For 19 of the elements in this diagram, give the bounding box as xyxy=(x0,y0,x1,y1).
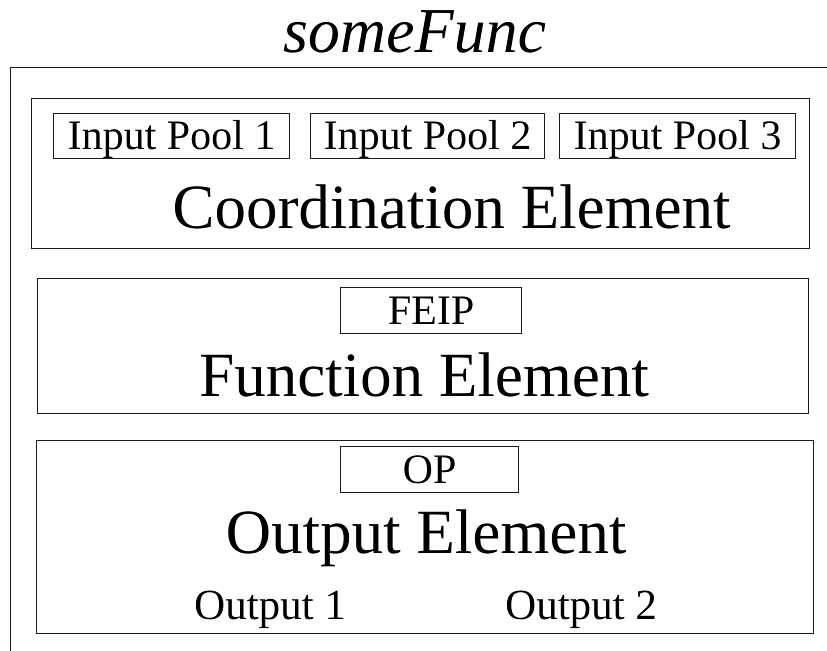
output-label: Output 2 xyxy=(505,584,657,627)
element-box xyxy=(37,278,809,414)
frame-title: someFunc xyxy=(282,0,546,63)
port-box xyxy=(340,287,522,334)
element-title: Function Element xyxy=(199,344,649,407)
port-label: FEIP xyxy=(388,290,474,332)
element-title: Output Element xyxy=(226,501,626,564)
port-label: Input Pool 1 xyxy=(68,115,276,157)
port-box xyxy=(340,446,519,493)
element-title: Coordination Element xyxy=(172,176,731,239)
port-box xyxy=(53,113,290,159)
port-box xyxy=(559,113,796,159)
element-box xyxy=(36,440,814,634)
port-label: Input Pool 3 xyxy=(574,115,782,157)
output-label: Output 1 xyxy=(194,584,346,627)
port-box xyxy=(310,113,545,159)
element-box xyxy=(31,98,810,249)
port-label: Input Pool 2 xyxy=(324,115,532,157)
port-label: OP xyxy=(402,448,456,490)
